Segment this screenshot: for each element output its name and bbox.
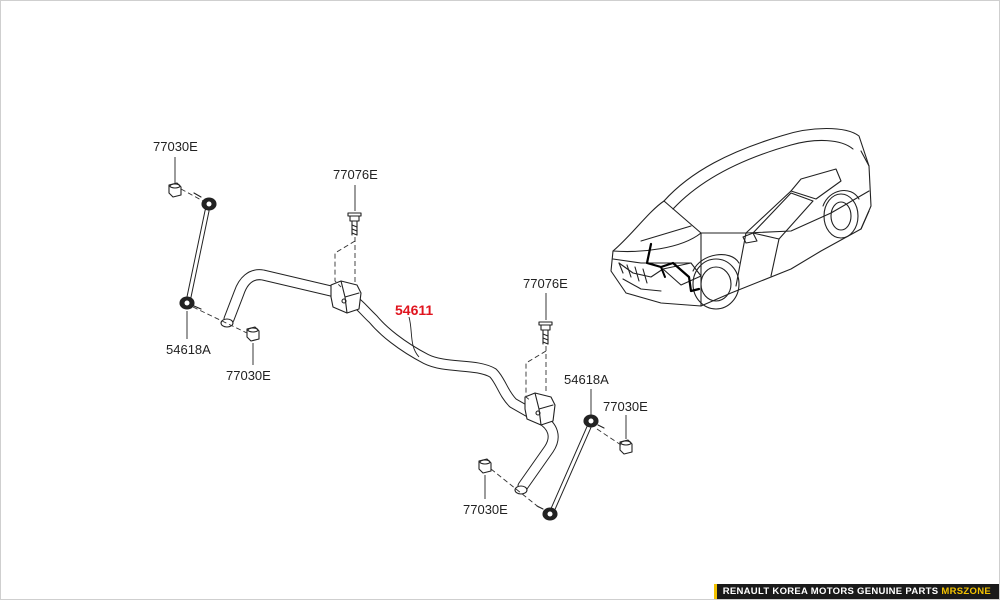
- callout-link-top-bolt-left[interactable]: 77030E: [153, 139, 198, 154]
- callout-link-bottom-nut-left[interactable]: 77030E: [226, 368, 271, 383]
- car-illustration-icon: [610, 127, 872, 310]
- callout-bracket-bolt-left[interactable]: 77076E: [333, 167, 378, 182]
- callout-link-top-nut-right[interactable]: 77030E: [603, 399, 648, 414]
- callout-bracket-bolt-right[interactable]: 77076E: [523, 276, 568, 291]
- footer-brand: RENAULT KOREA MOTORS GENUINE PARTS: [722, 586, 939, 597]
- nut-icon: [246, 326, 260, 342]
- callout-link-bottom-nut-right[interactable]: 77030E: [463, 502, 508, 517]
- main-part-number[interactable]: 54611: [395, 302, 434, 318]
- callout-link-left[interactable]: 54618A: [166, 342, 211, 357]
- nut-icon: [619, 439, 633, 455]
- nut-icon: [168, 182, 182, 198]
- callout-link-right[interactable]: 54618A: [564, 372, 609, 387]
- bolt-icon: [347, 212, 362, 236]
- bolt-icon: [538, 321, 553, 345]
- footer-site[interactable]: MRSZONE: [941, 586, 991, 597]
- nut-icon: [478, 458, 492, 474]
- stabilizer-bar-icon: [220, 269, 559, 495]
- stabilizer-link-icon: [179, 192, 217, 310]
